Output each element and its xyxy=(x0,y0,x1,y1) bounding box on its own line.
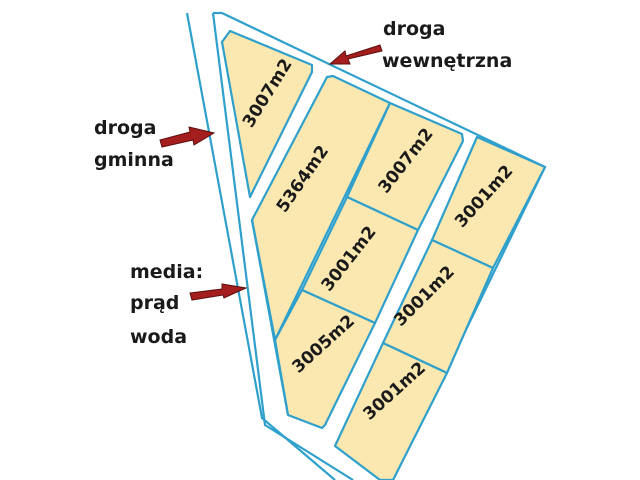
droga-wewnetrzna-label-1: droga xyxy=(383,18,445,40)
media-prad-label: prąd xyxy=(130,292,179,314)
road-gminna-inner-edge xyxy=(211,12,354,480)
droga-wewnetrzna-label-2: wewnętrzna xyxy=(382,50,512,72)
media-label: media: xyxy=(130,261,203,283)
media-woda-label: woda xyxy=(130,326,187,348)
plot-2-left-edge xyxy=(250,219,290,416)
plot-8 xyxy=(333,341,449,480)
droga-gminna-label-1: droga xyxy=(94,117,156,139)
arrow-media-icon xyxy=(189,283,248,301)
road-gminna-outer-edge xyxy=(185,12,336,480)
droga-gminna-label-2: gminna xyxy=(94,149,174,171)
arrow-droga-gminna-icon xyxy=(159,126,216,148)
plot-3 xyxy=(345,101,465,232)
arrow-droga-wewnetrzna-icon xyxy=(328,44,383,65)
plot-1 xyxy=(220,29,314,199)
